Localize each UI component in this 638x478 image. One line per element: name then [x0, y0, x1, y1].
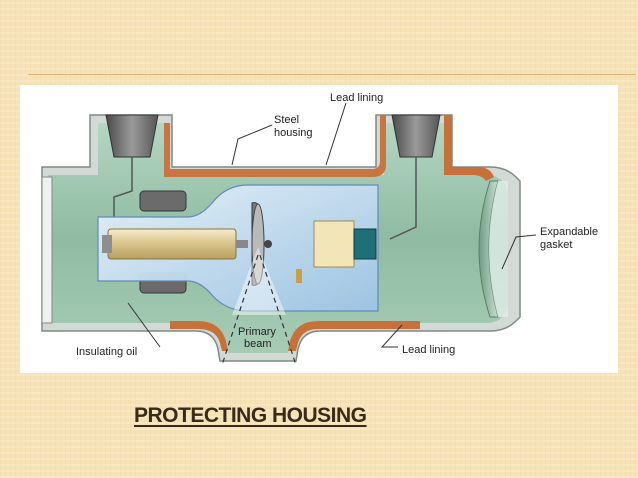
- label-primary-beam-1: Primary: [238, 326, 276, 338]
- lead-lining-top: [164, 115, 386, 177]
- slide-title: PROTECTING HOUSING: [134, 404, 367, 427]
- cathode-cable-socket: [105, 114, 159, 158]
- beam-edge-left: [221, 254, 259, 366]
- anode-hub: [264, 240, 272, 248]
- primary-beam: [232, 247, 286, 315]
- label-insulating-oil: Insulating oil: [76, 346, 137, 358]
- cathode-shaft: [236, 240, 248, 248]
- leader-insulating-oil: [127, 302, 161, 348]
- anode-block: [313, 220, 355, 268]
- leader-lead-lining-top: [325, 102, 347, 166]
- lead-lining-top-right: [444, 115, 494, 181]
- diagram-canvas: Lead lining Steel housing Expandable gas…: [41, 92, 598, 366]
- xray-tube-housing-diagram: Lead lining Steel housing Expandable gas…: [20, 85, 618, 373]
- label-primary-beam-2: beam: [244, 338, 272, 350]
- header-rule: [28, 74, 636, 75]
- stator-top: [139, 190, 187, 212]
- lead-lining-bottom: [170, 321, 228, 351]
- anode-target: [353, 228, 377, 260]
- label-lead-lining-bottom: Lead lining: [402, 344, 455, 356]
- anode-detail: [296, 269, 302, 283]
- left-end-cap: [41, 176, 53, 324]
- label-expandable-gasket-1: Expandable: [540, 226, 598, 238]
- cathode-cylinder: [107, 228, 237, 260]
- leader-steel-housing: [231, 124, 273, 166]
- label-expandable-gasket-2: gasket: [540, 239, 572, 251]
- lead-lining-bottom-right: [288, 321, 420, 351]
- anode-cable-socket: [391, 114, 441, 158]
- cathode-stem: [102, 235, 112, 253]
- label-steel-housing-1: Steel: [274, 114, 299, 126]
- label-steel-housing-2: housing: [274, 127, 313, 139]
- beam-edge-right: [259, 254, 297, 366]
- label-lead-lining-top: Lead lining: [330, 92, 383, 104]
- leader-expandable-gasket: [501, 234, 537, 270]
- cathode-wire: [113, 157, 133, 235]
- anode-wire: [389, 157, 417, 240]
- gasket-chamber: [489, 181, 508, 317]
- leader-lead-lining-bottom: [380, 324, 403, 348]
